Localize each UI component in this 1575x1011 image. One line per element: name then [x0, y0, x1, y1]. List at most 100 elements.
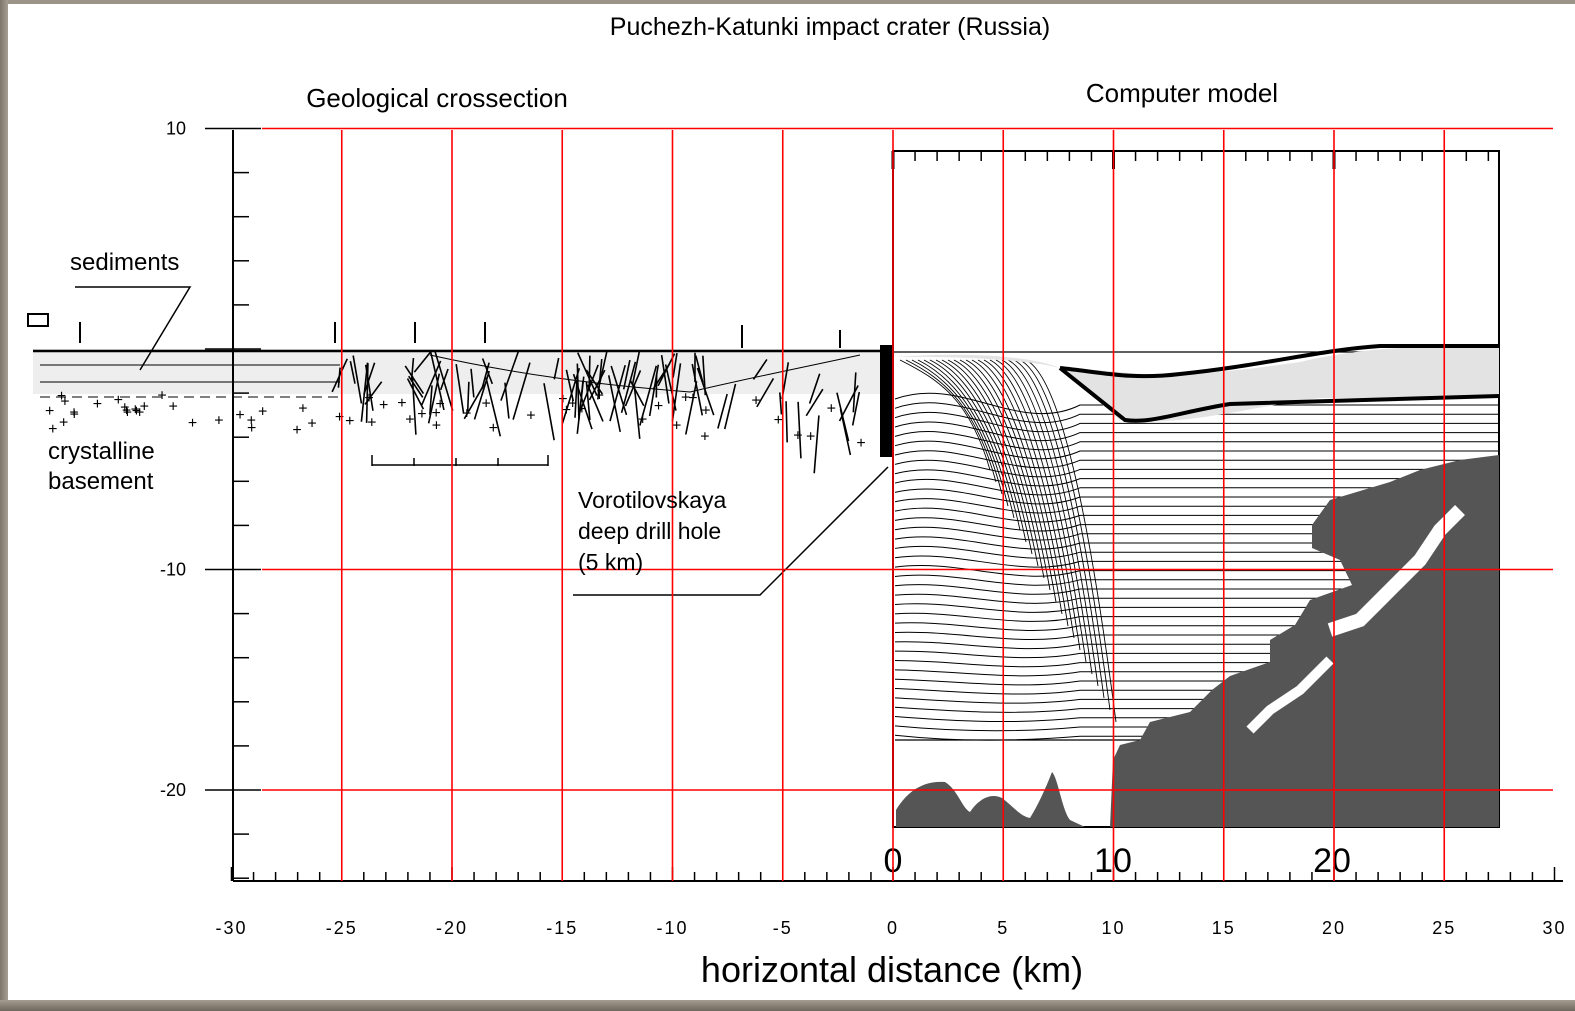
basement-cross: + [856, 435, 865, 452]
model-layer-line [894, 392, 1499, 415]
y-axis: 10-10-20 [160, 119, 261, 881]
model-layer-line [894, 660, 1499, 668]
basement-cross: + [48, 421, 57, 438]
model-layer-line [894, 716, 1499, 723]
model-curved-line [947, 359, 1039, 567]
fracture-line [588, 355, 591, 389]
model-layer-lines [893, 351, 1499, 741]
fracture-line [808, 373, 821, 404]
fracture-line [691, 363, 704, 416]
basement-cross: + [157, 387, 166, 404]
model-layer-line [894, 678, 1499, 686]
fracture-line [660, 355, 670, 404]
basement-cross: + [247, 412, 256, 429]
fracture-line [466, 381, 470, 412]
model-curved-line [899, 359, 991, 471]
fracture-line [639, 365, 658, 426]
fracture-line [585, 381, 591, 421]
basement-cross: + [57, 388, 66, 405]
fracture-line [331, 358, 348, 393]
basement-cross: + [806, 428, 815, 445]
model-layer-line [894, 536, 1499, 550]
model-layer-line [894, 411, 1499, 433]
model-layer-line [894, 593, 1499, 604]
scale-bar [371, 455, 549, 466]
basement-cross: + [405, 412, 414, 429]
fracture-line [481, 362, 490, 390]
basement-cross: + [292, 422, 301, 439]
model-layer-line [894, 488, 1499, 505]
model-layer-line [894, 641, 1499, 650]
model-layer-line [894, 622, 1499, 631]
model-layer-line [894, 612, 1499, 622]
fracture-line [365, 363, 369, 423]
model-layer-line [894, 565, 1499, 577]
basement-cross: + [188, 415, 197, 432]
basement-cross: + [700, 429, 709, 446]
y-tick-label: -10 [160, 560, 186, 580]
y-tick-labels: 10-10-20 [160, 119, 186, 801]
fracture-line [672, 352, 678, 378]
fracture-line [439, 368, 449, 391]
drill-hole-label-line1: Vorotilovskaya [578, 487, 727, 513]
basement-cross: + [298, 401, 307, 418]
fracture-line [572, 373, 593, 430]
x-tick-label: 20 [1322, 918, 1346, 938]
basement-cross: + [431, 405, 440, 422]
model-curved-line [1019, 359, 1111, 711]
model-curved-line [989, 359, 1081, 651]
fracture-line [352, 355, 363, 404]
fracture-line [607, 375, 621, 433]
basement-cross: + [132, 403, 141, 420]
fracture-line [597, 358, 603, 400]
fracture-line [752, 358, 768, 380]
model-layer-line [894, 574, 1499, 586]
basement-cross: + [568, 396, 577, 413]
basement-cross: + [247, 420, 256, 437]
model-layer-line [894, 526, 1499, 541]
basement-cross: + [135, 404, 144, 421]
basement-cross: + [367, 415, 376, 432]
basement-cross: + [462, 406, 471, 423]
model-curved-line [929, 359, 1021, 531]
drill-hole-leader [573, 466, 889, 596]
model-curved-line [941, 359, 1033, 555]
model-layer-line [894, 650, 1499, 659]
basement-cross: + [70, 407, 79, 424]
basement-cross: + [562, 402, 571, 419]
y-tick-label: -20 [160, 780, 186, 800]
drill-hole-label-line2: deep drill hole [578, 518, 721, 544]
basement-cross: + [258, 404, 267, 421]
x-tick-label: -20 [436, 918, 468, 938]
model-curved-line [983, 359, 1075, 639]
fracture-line [622, 359, 631, 390]
basement-cross: + [214, 412, 223, 429]
fracture-line [512, 362, 531, 420]
left-panel-title: Geological crossection [306, 83, 568, 113]
fracture-line [408, 375, 424, 398]
model-bottom-tick-labels: 0 10 20 [884, 842, 1351, 880]
red-grid [262, 127, 1553, 881]
fracture-line [421, 360, 442, 406]
model-layer-line [894, 421, 1499, 442]
model-curved-line [917, 359, 1009, 507]
basement-cross: + [489, 420, 498, 437]
model-layer-line [894, 725, 1499, 732]
basement-cross: + [93, 396, 102, 413]
model-curved-line [935, 359, 1027, 543]
fracture-line [565, 369, 575, 402]
fracture-line [805, 388, 824, 417]
model-layer-line [894, 479, 1499, 496]
model-layer-line [894, 440, 1499, 460]
basement-cross: + [235, 407, 244, 424]
basement-cross: + [131, 401, 140, 418]
fracture-line [429, 349, 445, 411]
x-tick-label: 30 [1542, 918, 1566, 938]
model-curved-line [1025, 359, 1117, 723]
basement-cross: + [120, 399, 129, 416]
fracture-line [624, 370, 642, 407]
basement-cross: + [774, 412, 783, 429]
fracture-line [360, 362, 369, 422]
